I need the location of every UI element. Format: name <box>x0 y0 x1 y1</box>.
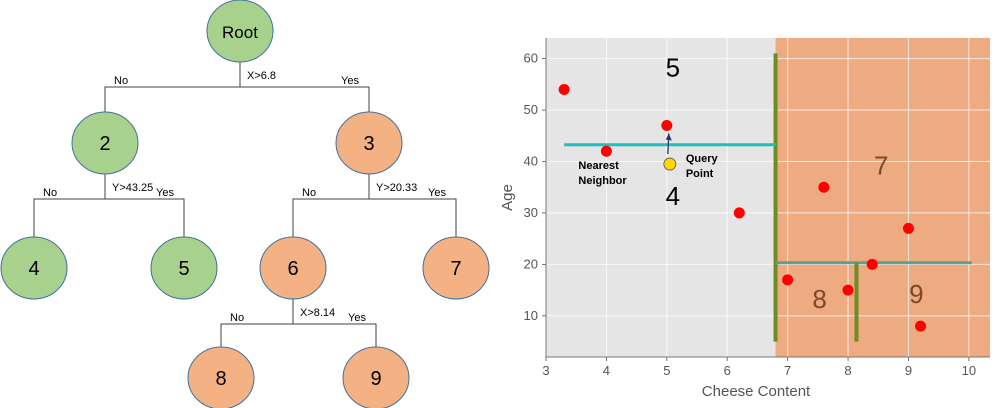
tree-edges <box>33 62 457 347</box>
nearest-neighbor-label: Neighbor <box>578 175 627 187</box>
query-point-label: Point <box>686 168 714 180</box>
x-tick-label: 4 <box>603 363 610 378</box>
tree-node-n3 <box>335 111 403 175</box>
tree-branch-no-label: No <box>114 75 128 87</box>
tree-node-n9 <box>342 346 410 408</box>
query-arrow-head <box>665 133 672 141</box>
region-label: 5 <box>666 53 680 83</box>
x-tick-label: 8 <box>844 363 851 378</box>
plot-points <box>558 83 927 332</box>
x-tick-label: 6 <box>724 363 731 378</box>
data-point <box>842 284 854 296</box>
y-axis-label: Age <box>499 184 516 211</box>
tree-node-label: 7 <box>450 258 461 280</box>
tree-branch-no-label: No <box>230 312 244 324</box>
tree-node-label: 5 <box>178 258 189 280</box>
tree-branch-yes-label: Yes <box>156 187 174 199</box>
tree-branch-yes-label: Yes <box>348 312 366 324</box>
tree-node-n8 <box>187 346 255 408</box>
data-point <box>915 320 927 332</box>
data-point <box>661 119 673 131</box>
data-point <box>866 258 878 270</box>
plot-region-right <box>775 38 990 357</box>
tree-edge-branch <box>104 86 370 112</box>
tree-node-label: 8 <box>215 368 226 390</box>
y-tick-label: 20 <box>524 256 538 271</box>
data-point <box>600 145 612 157</box>
x-tick-label: 7 <box>784 363 791 378</box>
tree-node-n6 <box>259 236 327 300</box>
tree-edge-branch <box>292 198 457 237</box>
tree-node-n4 <box>0 236 68 300</box>
plot-region-labels: 5 4 7 8 9 <box>666 53 924 315</box>
query-point-label: Query <box>686 153 719 165</box>
y-tick-label: 30 <box>524 205 538 220</box>
tree-node-root <box>206 0 274 63</box>
tree-node-label: 3 <box>363 133 374 155</box>
tree-node-label: 4 <box>28 258 39 280</box>
tree-split-condition: Y>20.33 <box>376 182 417 194</box>
region-label: 8 <box>812 284 826 314</box>
tree-branch-yes-label: Yes <box>428 187 446 199</box>
region-label: 7 <box>874 150 888 180</box>
data-point <box>558 83 570 95</box>
nearest-neighbor-label: Nearest <box>578 160 619 172</box>
y-tick-label: 50 <box>524 102 538 117</box>
tree-node-n2 <box>71 111 139 175</box>
tree-node-n7 <box>422 236 490 300</box>
tree-nodes: Root 2 3 4 5 6 7 8 9 <box>0 0 490 408</box>
tree-edge-branch <box>33 198 185 237</box>
tree-branch-yes-label: Yes <box>341 75 359 87</box>
tree-node-label: 9 <box>370 368 381 390</box>
query-point <box>663 157 677 171</box>
tree-node-n5 <box>150 236 218 300</box>
tree-split-condition: X>6.8 <box>247 70 276 82</box>
data-point <box>733 207 745 219</box>
y-tick-label: 10 <box>524 308 538 323</box>
y-tick-label: 60 <box>524 51 538 66</box>
data-point <box>902 222 914 234</box>
tree-split-condition: Y>43.25 <box>112 182 153 194</box>
tree-node-label: Root <box>222 23 258 42</box>
region-label: 9 <box>909 279 923 309</box>
x-tick-label: 5 <box>663 363 670 378</box>
x-tick-label: 10 <box>962 363 976 378</box>
tree-edge-branch <box>220 323 377 347</box>
tree-node-label: 6 <box>287 258 298 280</box>
data-point <box>782 274 794 286</box>
x-axis-label: Cheese Content <box>702 383 811 400</box>
data-point <box>818 181 830 193</box>
y-tick-label: 40 <box>524 153 538 168</box>
tree-branch-no-label: No <box>43 187 57 199</box>
region-label: 4 <box>666 181 680 211</box>
tree-branch-no-label: No <box>302 187 316 199</box>
x-tick-label: 3 <box>542 363 549 378</box>
x-tick-label: 9 <box>905 363 912 378</box>
tree-node-label: 2 <box>99 133 110 155</box>
tree-split-condition: X>8.14 <box>300 307 335 319</box>
